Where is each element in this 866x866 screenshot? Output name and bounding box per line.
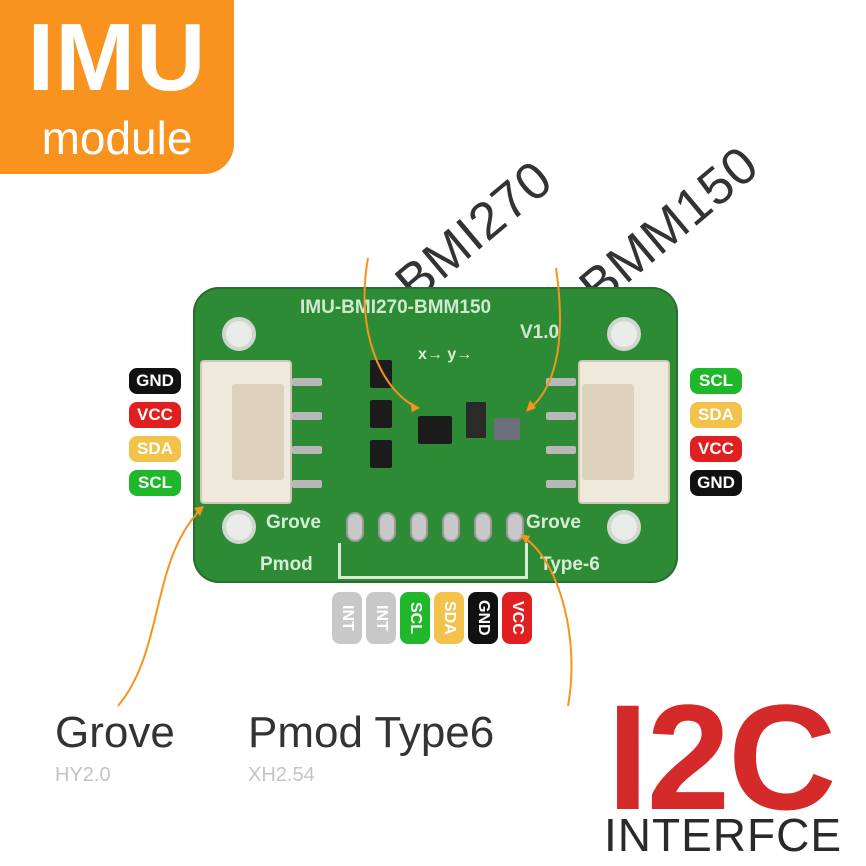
pmod-sublabel: XH2.54 [248,764,315,786]
pmod-pad [346,512,364,542]
silk-type: Type-6 [540,554,600,575]
pmod-pad [506,512,524,542]
transistor [370,440,392,468]
pmod-label: Pmod Type6 [248,708,495,757]
interface-title: I2C [607,673,836,841]
pin-lead [292,480,322,488]
badge-subtitle: module [41,112,193,164]
pin-lead [292,378,322,386]
pin-tag-left: VCC [129,402,181,428]
pmod-pad [410,512,428,542]
board-title: IMU-BMI270-BMM150 [300,297,492,318]
board-version: V1.0 [520,322,560,343]
pin-tag-left: GND [129,368,181,394]
badge-title: IMU [27,4,207,111]
pin-tag-bottom: VCC [502,592,532,644]
pin-tag-right: SCL [690,368,742,394]
grove-label: Grove [55,708,175,757]
pin-tag-bottom: SCL [400,592,430,644]
pin-tag-bottom: INT [332,592,362,644]
pin-tag-left: SCL [129,470,181,496]
transistor [370,400,392,428]
silk-grove-left: Grove [266,512,321,533]
pin-tag-bottom: GND [468,592,498,644]
pin-lead [546,446,576,454]
pin-lead [292,412,322,420]
mounting-hole [607,317,641,351]
pin-lead [292,446,322,454]
mounting-hole [222,317,256,351]
bmi270-chip [418,416,452,444]
connector-socket [232,384,284,480]
pin-lead [546,480,576,488]
pmod-pad [474,512,492,542]
pin-lead [546,378,576,386]
pin-tag-bottom: SDA [434,592,464,644]
interface-subtitle: INTERFCE [604,809,842,861]
pin-tag-left: SDA [129,436,181,462]
imu-badge [0,0,234,174]
silk-grove-right: Grove [526,512,581,533]
pin-tag-right: SDA [690,402,742,428]
pmod-pad [442,512,460,542]
axis-marking: x→ y→ [418,346,473,363]
pin-tag-right: GND [690,470,742,496]
silk-pmod: Pmod [260,554,313,575]
mounting-hole [222,510,256,544]
pmod-outline [338,543,528,579]
passive-array [466,402,486,438]
pin-tag-bottom: INT [366,592,396,644]
pmod-pad [378,512,396,542]
mounting-hole [607,510,641,544]
transistor [370,360,392,388]
pin-lead [546,412,576,420]
grove-sublabel: HY2.0 [55,764,111,786]
pin-tag-right: VCC [690,436,742,462]
connector-socket [582,384,634,480]
bmm150-chip [494,418,520,440]
